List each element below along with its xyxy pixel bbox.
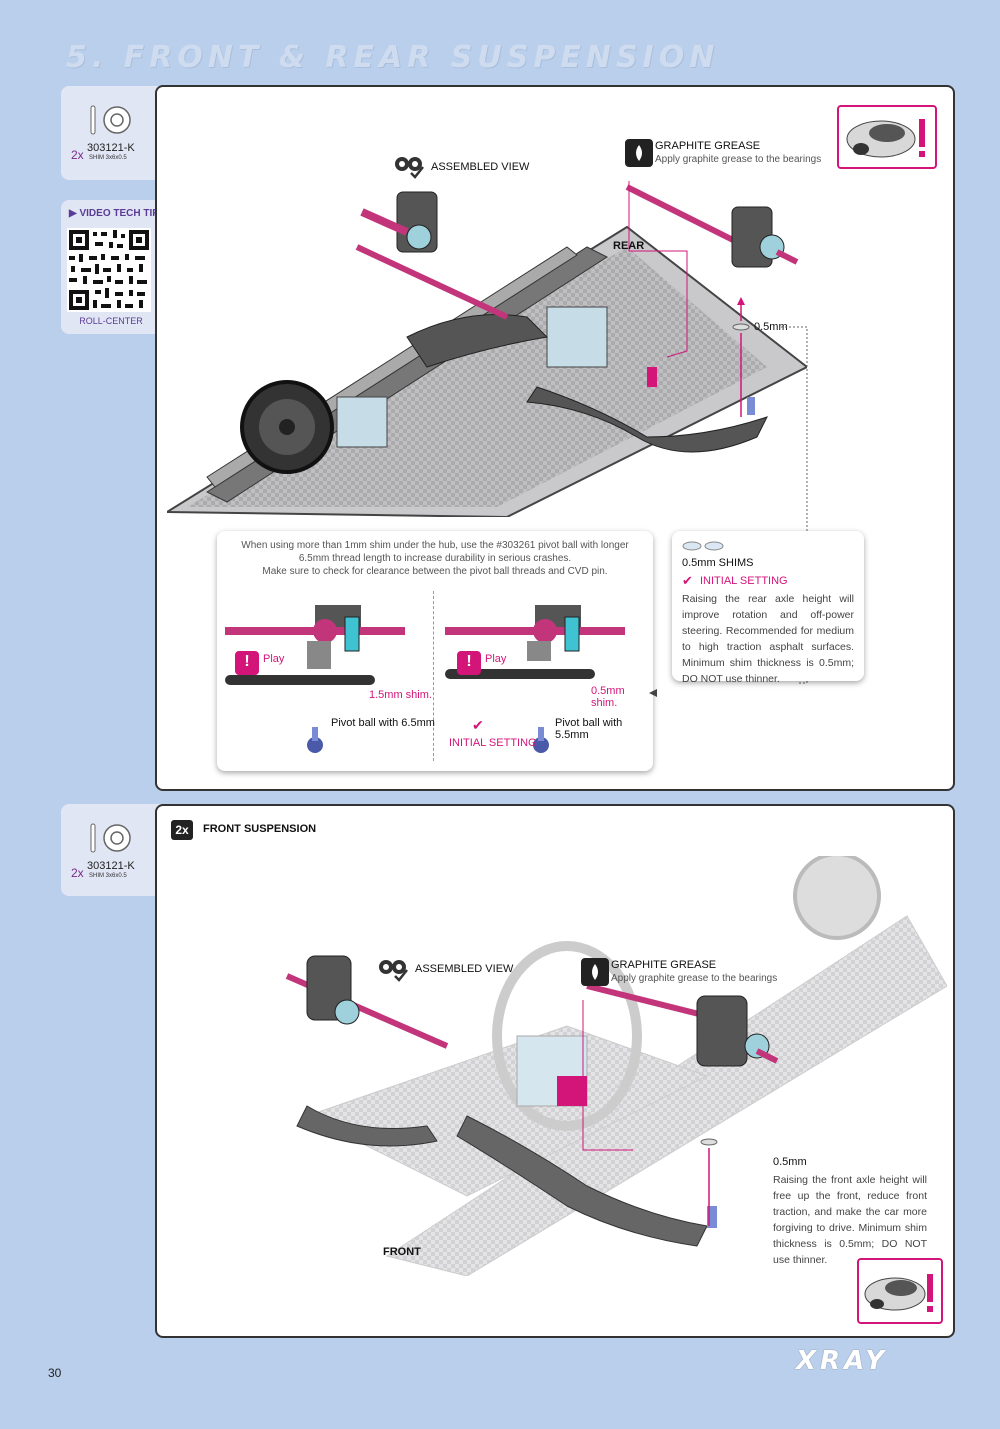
warning-icon: !: [457, 651, 481, 675]
left-play-label: Play: [263, 653, 285, 665]
right-shim-label: 0.5mm shim.: [591, 685, 625, 709]
front-shim-text: Raising the front axle height will free …: [773, 1174, 927, 1266]
shims-title: 0.5mm SHIMS: [682, 557, 754, 569]
assembled-view-label: ASSEMBLED VIEW: [415, 963, 514, 975]
part-name: SHIM 3x6x0.5: [89, 155, 127, 161]
grease-icon: [625, 139, 653, 167]
left-shim-label: 1.5mm shim.: [369, 689, 432, 701]
qr-code-icon[interactable]: [67, 228, 151, 312]
rear-suspension-illustration: [167, 184, 807, 517]
play-icon: ▶: [69, 208, 77, 219]
page-title: 5. FRONT & REAR SUSPENSION: [66, 40, 720, 75]
shims-info-box: 0.5mm SHIMS ✔ INITIAL SETTING Raising th…: [672, 531, 864, 685]
step-qty-text: 2x: [175, 823, 189, 837]
front-label: FRONT: [383, 1246, 421, 1258]
shims-pointer-arrow: [649, 689, 657, 697]
pivot-ball-icon: [307, 727, 323, 753]
rear-suspension-panel: ASSEMBLED VIEW GRAPHITE GREASE Apply gra…: [155, 85, 955, 791]
part-code: 303121-K: [87, 142, 135, 154]
shim-icon: [90, 823, 131, 853]
grease-title: GRAPHITE GREASE: [655, 140, 761, 152]
shims-icon: [682, 541, 724, 551]
left-detail-illustration: [225, 605, 405, 685]
warning-icon: !: [235, 651, 259, 675]
right-detail-illustration: [445, 605, 625, 679]
assembled-view-icon: [395, 157, 424, 179]
shim-arrow: [732, 297, 750, 417]
part-code: 303121-K: [87, 860, 135, 872]
warning-text: When using more than 1mm shim under the …: [241, 540, 629, 577]
right-play-label: Play: [485, 653, 507, 665]
pivot-ball-warning-box: When using more than 1mm shim under the …: [217, 531, 653, 771]
left-pivot-label: Pivot ball with 6.5mm: [331, 717, 435, 729]
part-tab-front: 2x 303121-K SHIM 3x6x0.5: [61, 804, 161, 896]
step-qty-badge: 2x: [171, 820, 193, 840]
shim-label-rear: 0.5mm: [754, 321, 788, 333]
grease-pointer-line: [628, 181, 688, 358]
step-title: FRONT SUSPENSION: [203, 823, 317, 835]
rear-label: REAR: [613, 240, 645, 252]
pivot-ball-icon: [533, 727, 549, 753]
video-tip-tab[interactable]: ▶ VIDEO TECH TIP ROLL-CENTER: [61, 200, 161, 334]
right-pivot-label: Pivot ball with 5.5mm: [555, 717, 623, 741]
shim-arrow: [700, 1138, 718, 1226]
shim-icon: [90, 105, 131, 135]
check-icon: ✔: [682, 573, 693, 588]
shim-dotted-connector: [781, 326, 808, 684]
part-qty: 2x: [71, 148, 84, 162]
car-warning-icon: [857, 1258, 943, 1324]
part-name: SHIM 3x6x0.5: [89, 873, 127, 879]
grease-title: GRAPHITE GREASE: [611, 959, 717, 971]
grease-text: Apply graphite grease to the bearings: [611, 973, 778, 984]
shims-text: Raising the rear axle height will improv…: [682, 593, 854, 685]
shims-initial-setting: INITIAL SETTING: [700, 575, 788, 587]
grease-pointer-line: [582, 1000, 633, 1151]
front-suspension-illustration: [285, 856, 947, 1276]
assembled-view-label: ASSEMBLED VIEW: [431, 161, 530, 173]
grease-icon: [581, 958, 609, 986]
assembled-view-icon: [379, 960, 408, 982]
shim-label-front: 0.5mm: [773, 1156, 807, 1168]
video-tip-label: VIDEO TECH TIP: [79, 208, 159, 219]
front-suspension-panel: 2x FRONT SUSPENSION: [155, 804, 955, 1338]
right-initial-setting: INITIAL SETTING: [449, 737, 537, 749]
video-tip-caption: ROLL-CENTER: [79, 316, 143, 326]
page-number: 30: [48, 1366, 62, 1380]
part-qty: 2x: [71, 866, 84, 880]
grease-text: Apply graphite grease to the bearings: [655, 154, 822, 165]
check-icon: ✔: [472, 717, 484, 733]
car-warning-icon: [837, 105, 937, 169]
detail-divider: [433, 591, 434, 761]
brand-logo: XRAY: [796, 1346, 889, 1376]
part-tab-rear: 2x 303121-K SHIM 3x6x0.5: [61, 86, 161, 180]
